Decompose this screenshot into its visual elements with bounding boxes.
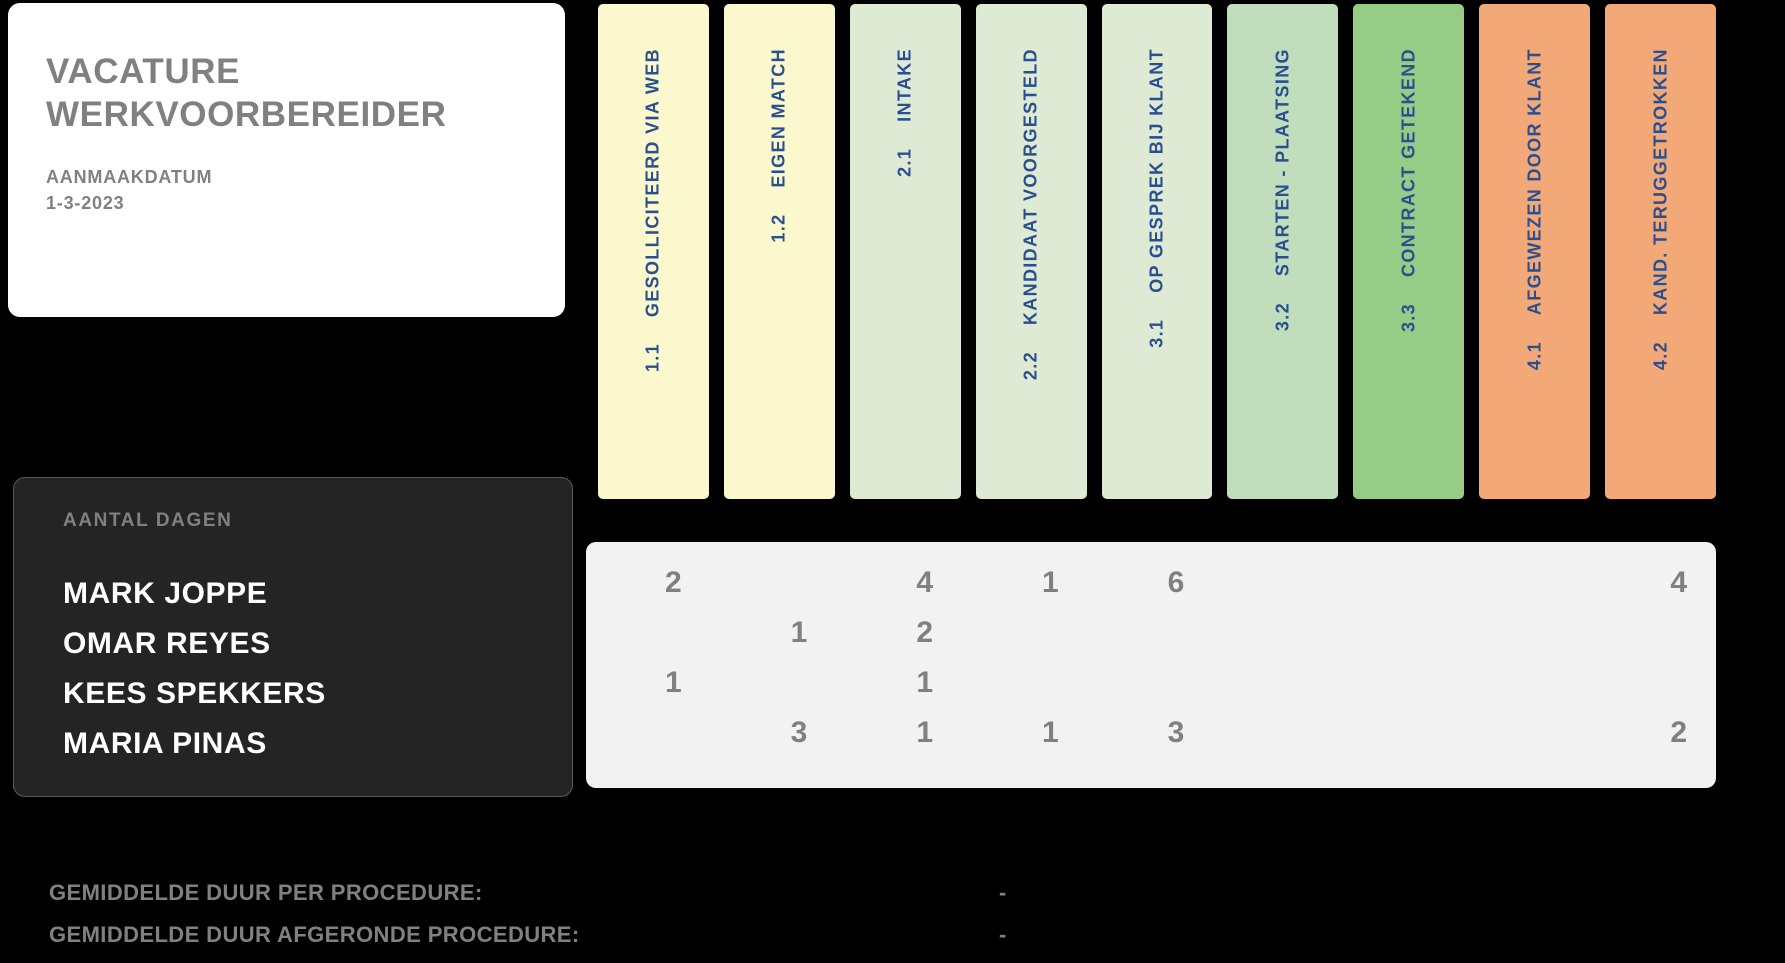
stage-name: AFGEWEZEN DOOR KLANT <box>1524 48 1545 315</box>
stage-column-4-2[interactable]: 4.2 KAND. TERUGGETROKKEN <box>1605 4 1717 499</box>
stage-name: GESOLLICITEERD VIA WEB <box>642 48 663 318</box>
matrix-cell <box>1227 658 1338 708</box>
vacancy-created-date: AANMAAKDATUM 1-3-2023 <box>46 164 527 216</box>
stage-label-stack: 3.2 STARTEN - PLAATSING <box>1272 48 1293 331</box>
summary-label: GEMIDDELDE DUUR PER PROCEDURE: <box>49 880 483 905</box>
matrix-cell: 1 <box>1042 566 1059 599</box>
matrix-cell <box>1227 708 1338 758</box>
summary-label: GEMIDDELDE DUUR AFGERONDE PROCEDURE: <box>49 922 580 947</box>
stage-column-2-1[interactable]: 2.1 INTAKE <box>849 4 961 499</box>
stage-column-1-1[interactable]: 1.1 GESOLLICITEERD VIA WEB <box>598 4 709 499</box>
matrix-cell <box>1479 608 1590 658</box>
vacancy-date-label: AANMAAKDATUM <box>46 167 213 188</box>
matrix-cell: 4 <box>916 566 934 599</box>
matrix-cell <box>725 558 836 608</box>
matrix-cell: 1 <box>916 666 934 699</box>
stage-name: EIGEN MATCH <box>768 48 789 188</box>
stage-code: 3.3 <box>1398 302 1419 333</box>
matrix-cell: 3 <box>790 716 808 749</box>
matrix-row: 2 4 1 6 4 <box>586 558 1716 608</box>
summary-row: GEMIDDELDE DUUR PER PROCEDURE: - <box>49 872 1149 914</box>
matrix-cell: 2 <box>664 566 682 599</box>
summary-footer: GEMIDDELDE DUUR PER PROCEDURE:-GEMIDDELD… <box>49 872 1149 956</box>
candidates-panel-heading: AANTAL DAGEN <box>63 510 233 531</box>
stage-code: 2.1 <box>894 147 915 177</box>
summary-row: GEMIDDELDE DUUR AFGERONDE PROCEDURE: - <box>49 914 1149 956</box>
vacancy-card: VACATURE WERKVOORBEREIDER AANMAAKDATUM 1… <box>8 3 565 317</box>
stage-label-stack: 1.1 GESOLLICITEERD VIA WEB <box>643 48 664 372</box>
stage-label-stack: 2.1 INTAKE <box>895 48 916 177</box>
matrix-cell <box>1102 658 1213 708</box>
matrix-cell <box>1353 608 1464 658</box>
candidates-panel: AANTAL DAGEN MARK JOPPE OMAR REYES KEES SP… <box>13 477 573 797</box>
matrix-cell: 1 <box>916 716 934 749</box>
stage-code: 1.2 <box>768 213 789 243</box>
stage-column-4-1[interactable]: 4.1 AFGEWEZEN DOOR KLANT <box>1479 4 1591 499</box>
matrix-cell: 1 <box>1042 716 1059 749</box>
stage-column-2-2[interactable]: 2.2 KANDIDAAT VOORGESTELD <box>975 4 1087 499</box>
matrix-row: 3 1 1 3 2 <box>586 708 1716 758</box>
matrix-cell: 1 <box>790 616 808 649</box>
matrix-cell <box>1353 708 1464 758</box>
stage-name: CONTRACT GETEKEND <box>1398 48 1419 277</box>
stage-column-3-3[interactable]: 3.3 CONTRACT GETEKEND <box>1353 4 1465 499</box>
matrix-cell: 2 <box>916 616 934 649</box>
stage-name: OP GESPREK BIJ KLANT <box>1146 48 1167 293</box>
matrix-cell: 2 <box>1670 716 1688 749</box>
stage-column-1-2[interactable]: 1.2 EIGEN MATCH <box>723 4 835 499</box>
matrix-cell: 1 <box>664 666 682 699</box>
matrix-cell <box>725 658 836 708</box>
matrix-cell <box>1479 708 1590 758</box>
matrix-cell <box>1227 608 1338 658</box>
stage-code: 3.1 <box>1146 318 1167 348</box>
candidate-name[interactable]: KEES SPEKKERS <box>63 677 326 710</box>
stage-column-3-1[interactable]: 3.1 OP GESPREK BIJ KLANT <box>1101 4 1213 499</box>
matrix-cell <box>1479 658 1590 708</box>
candidate-name[interactable]: MARIA PINAS <box>63 727 267 760</box>
stage-label-stack: 4.2 KAND. TERUGGETROKKEN <box>1650 48 1671 370</box>
matrix-cell <box>1227 558 1338 608</box>
matrix-cell: 4 <box>1670 566 1688 599</box>
stage-name: KANDIDAAT VOORGESTELD <box>1020 48 1041 326</box>
candidate-name-list: MARK JOPPE OMAR REYES KEES SPEKKERS MARIA P… <box>63 569 572 769</box>
stage-name: INTAKE <box>894 48 915 122</box>
summary-value: - <box>999 922 1007 947</box>
matrix-cell <box>1604 658 1715 708</box>
stage-label-stack: 3.3 CONTRACT GETEKEND <box>1398 48 1419 332</box>
stage-label-stack: 3.1 OP GESPREK BIJ KLANT <box>1147 48 1168 348</box>
matrix-cell <box>976 608 1087 658</box>
stage-name: KAND. TERUGGETROKKEN <box>1650 48 1671 316</box>
candidate-name[interactable]: OMAR REYES <box>63 627 271 660</box>
matrix-cell <box>1604 608 1715 658</box>
matrix-cell <box>1353 558 1464 608</box>
stage-code: 1.1 <box>642 343 663 373</box>
matrix-cell: 6 <box>1167 566 1185 599</box>
matrix-cell <box>1102 608 1213 658</box>
stage-column-3-2[interactable]: 3.2 STARTEN - PLAATSING <box>1227 4 1339 499</box>
matrix-cell <box>1479 558 1590 608</box>
stage-label-stack: 2.2 KANDIDAAT VOORGESTELD <box>1021 48 1042 380</box>
stage-columns: 1.1 GESOLLICITEERD VIA WEB 1.2 EIGEN MATCH 2… <box>598 4 1717 499</box>
stage-code: 4.2 <box>1650 341 1671 371</box>
stage-label-stack: 4.1 AFGEWEZEN DOOR KLANT <box>1524 48 1545 370</box>
matrix-cell <box>599 608 710 658</box>
vacancy-title: VACATURE WERKVOORBEREIDER <box>46 52 447 134</box>
candidate-name[interactable]: MARK JOPPE <box>63 577 268 610</box>
vacancy-date-value: 1-3-2023 <box>46 193 125 214</box>
matrix-cell <box>1353 658 1464 708</box>
stage-name: STARTEN - PLAATSING <box>1272 48 1293 276</box>
matrix-cell <box>976 658 1087 708</box>
matrix-cell <box>599 708 710 758</box>
stage-label-stack: 1.2 EIGEN MATCH <box>769 48 790 243</box>
stage-code: 4.1 <box>1524 341 1545 371</box>
stage-code: 3.2 <box>1272 301 1293 332</box>
matrix-cell: 3 <box>1167 716 1185 749</box>
stage-code: 2.2 <box>1020 351 1041 381</box>
summary-value: - <box>999 880 1007 905</box>
